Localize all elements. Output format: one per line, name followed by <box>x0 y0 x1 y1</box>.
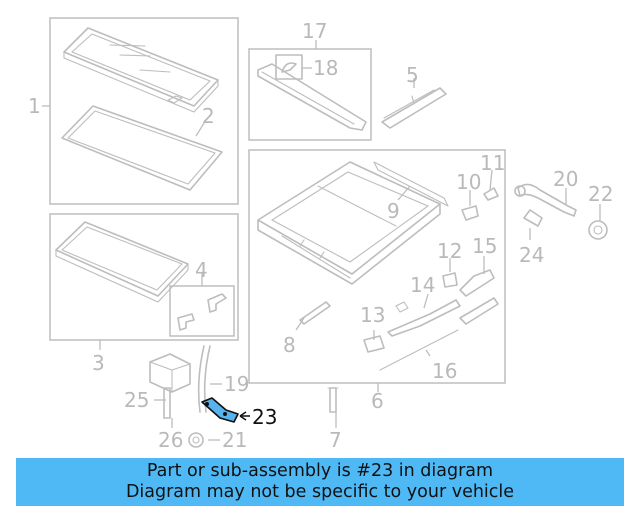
sunshade-drawing <box>55 221 189 303</box>
info-banner: Part or sub-assembly is #23 in diagram D… <box>16 458 624 506</box>
callout-21: 21 <box>222 428 247 452</box>
callout-11: 11 <box>480 151 505 175</box>
callout-13: 13 <box>360 303 385 327</box>
group-box-1 <box>49 17 239 205</box>
callout-7: 7 <box>329 428 342 452</box>
callout-18: 18 <box>313 56 338 80</box>
parts-diagram: 1 2 3 4 5 6 7 8 9 10 11 12 13 14 15 16 1… <box>28 17 613 452</box>
part-23-highlighted <box>201 397 239 423</box>
group-box-17 <box>248 48 372 141</box>
callout-3: 3 <box>92 351 105 375</box>
clip-parts-drawing <box>177 293 227 331</box>
glass-panel-drawing <box>63 27 219 113</box>
callout-9: 9 <box>387 199 400 223</box>
banner-line-1: Part or sub-assembly is #23 in diagram <box>146 461 494 481</box>
callout-10: 10 <box>456 170 481 194</box>
rail-drawing <box>381 87 447 129</box>
callout-15: 15 <box>472 234 497 258</box>
callout-14: 14 <box>410 273 435 297</box>
small-parts-drawing <box>299 187 499 371</box>
callout-26: 26 <box>158 428 183 452</box>
callout-25: 25 <box>124 388 149 412</box>
deflector-drawing <box>257 54 367 131</box>
callout-22: 22 <box>588 182 613 206</box>
callout-16: 16 <box>432 359 457 383</box>
sunroof-frame-drawing <box>257 161 449 285</box>
callout-4: 4 <box>195 258 208 282</box>
callout-5: 5 <box>406 63 419 87</box>
callout-8: 8 <box>283 333 296 357</box>
hose-parts-drawing <box>514 183 608 240</box>
callout-2: 2 <box>202 104 215 128</box>
callout-17: 17 <box>302 19 327 43</box>
callout-20: 20 <box>553 167 578 191</box>
group-box-3 <box>49 213 239 341</box>
callout-6: 6 <box>371 389 384 413</box>
group-box-6 <box>248 149 506 384</box>
callout-23: 23 <box>252 405 277 429</box>
seal-drawing <box>61 105 223 191</box>
leader-lines <box>42 40 601 441</box>
callout-12: 12 <box>437 239 462 263</box>
callout-1: 1 <box>28 94 41 118</box>
callout-24: 24 <box>519 243 544 267</box>
banner-line-2: Diagram may not be specific to your vehi… <box>125 482 515 502</box>
callout-19: 19 <box>224 372 249 396</box>
